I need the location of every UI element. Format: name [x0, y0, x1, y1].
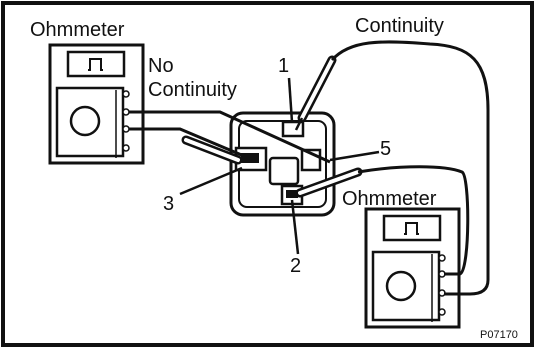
ohmmeter-left-jack-1 [122, 90, 130, 98]
probe-no-continuity [129, 127, 245, 165]
ohmmeter-left-jack-4 [122, 144, 130, 152]
label-ohmmeter-left: Ohmmeter [30, 19, 125, 41]
label-terminal-1: 1 [278, 55, 289, 77]
label-terminal-5: 5 [380, 138, 391, 160]
ohmmeter-left-jack-2 [122, 108, 130, 116]
relay [229, 111, 336, 217]
label-ohmmeter-right: Ohmmeter [342, 188, 437, 210]
lead-continuity [330, 40, 490, 296]
ohmmeter-right-display [382, 214, 442, 242]
lead-left-upper [129, 110, 331, 164]
ohmmeter-right-display-symbol [404, 222, 419, 235]
label-no-continuity-line1: No [148, 55, 174, 77]
ohmmeter-left-jack-3 [122, 125, 130, 133]
ohmmeter-right-dial [385, 270, 417, 302]
lead-left-lower [129, 127, 245, 158]
leader-5 [329, 150, 380, 162]
label-terminal-2: 2 [290, 255, 301, 277]
leader-3 [179, 166, 243, 196]
label-no-continuity-line2: Continuity [148, 79, 237, 101]
ohmmeter-left-dial [69, 105, 101, 137]
label-terminal-3: 3 [163, 193, 174, 215]
ohmmeter-right-jack-4 [438, 308, 446, 316]
probe-lower-right [295, 165, 470, 276]
leader-1 [287, 77, 294, 123]
lead-lower-right [357, 165, 470, 276]
relay-center-block [268, 156, 300, 186]
ohmmeter-left-display [66, 50, 126, 78]
label-figure-code: P07170 [480, 329, 518, 341]
label-continuity: Continuity [355, 15, 444, 37]
ohmmeter-left [48, 43, 145, 165]
ohmmeter-left-display-symbol [88, 58, 103, 71]
ohmmeter-right [364, 207, 461, 329]
leader-2 [290, 199, 300, 255]
ohmmeter-right-jack-1 [438, 254, 446, 262]
probe-continuity [294, 40, 490, 296]
